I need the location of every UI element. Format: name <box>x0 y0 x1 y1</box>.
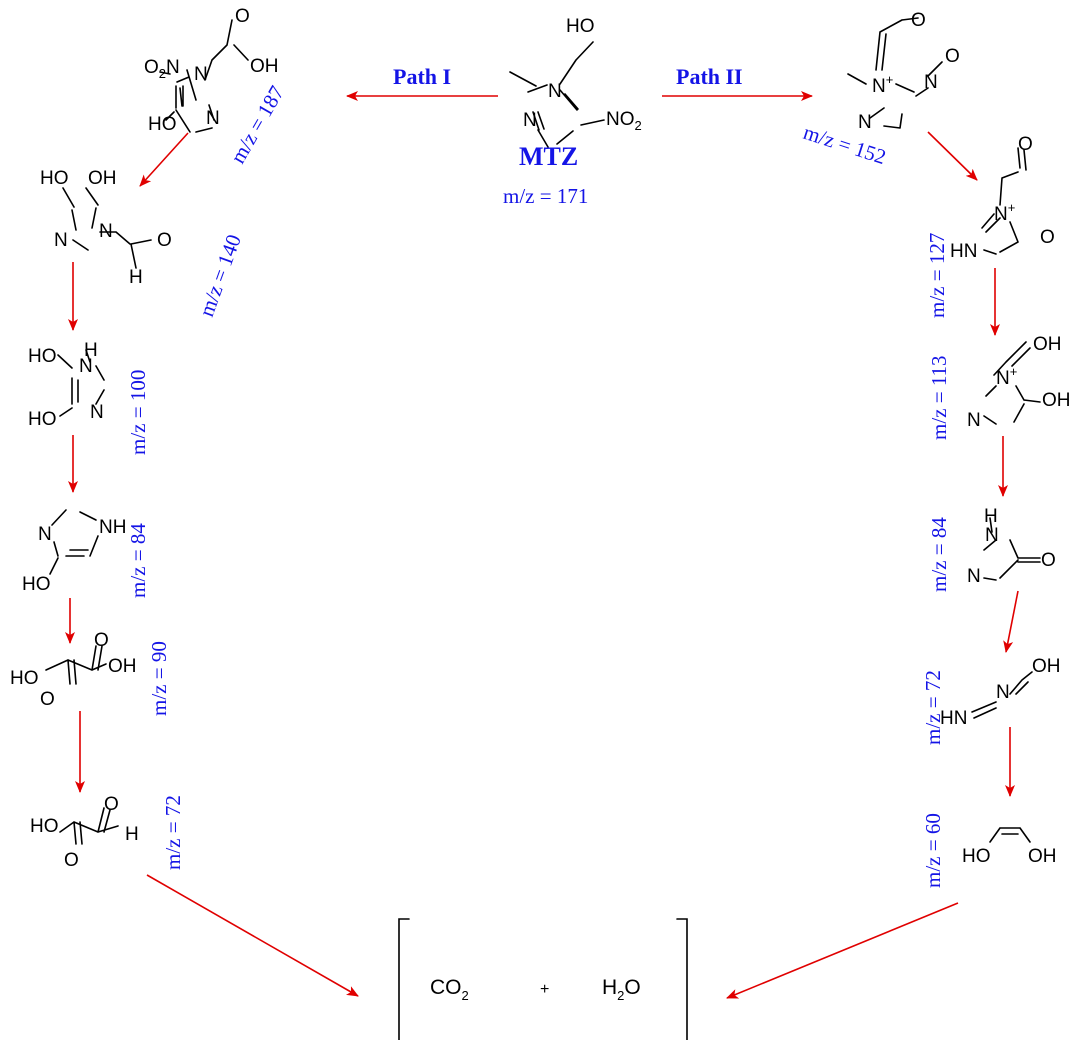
mtz-ho: HO <box>566 16 595 37</box>
p2f-oh: OH <box>1028 846 1057 867</box>
path-i-label: Path I <box>393 64 451 89</box>
p1c-ho1: HO <box>28 346 57 367</box>
p2a-o: O <box>911 10 926 31</box>
p1e-o1: O <box>94 630 109 651</box>
p2b-o: O <box>1018 134 1033 155</box>
p2d-h: H <box>984 506 998 527</box>
p1f-o1: O <box>104 794 119 815</box>
p2-compound-84: H N O N m/z = 84 <box>927 506 1056 592</box>
p1d-nh: NH <box>99 517 126 538</box>
p1-mz-84: m/z = 84 <box>126 523 150 598</box>
h2o-label: H2O <box>602 976 641 1003</box>
p2-mz-84: m/z = 84 <box>927 517 951 592</box>
p2d-n1: N <box>985 525 999 546</box>
mtz-name: MTZ <box>519 142 578 171</box>
p2-mz-60: m/z = 60 <box>921 813 945 888</box>
p1b-o: O <box>157 230 172 251</box>
p1f-o2: O <box>64 850 79 871</box>
p2-mz-72: m/z = 72 <box>921 670 945 745</box>
p2a-n2: N <box>924 72 938 93</box>
p2e-hn: HN <box>940 708 967 729</box>
p2-mz-127: m/z = 127 <box>925 233 949 318</box>
p2d-n3: N <box>967 566 981 587</box>
plus-sign: + <box>540 981 549 998</box>
p1f-h: H <box>125 824 139 845</box>
p1-compound-187: O2N N N HO O OH m/z = 187 <box>144 6 289 168</box>
p1-compound-84: N NH HO m/z = 84 <box>22 509 150 598</box>
p1-compound-100: HO H N N HO m/z = 100 <box>28 340 150 455</box>
p2-compound-72: N OH HN m/z = 72 <box>921 656 1061 745</box>
arrow-p2-final <box>726 902 959 999</box>
p1-mz-140: m/z = 140 <box>194 231 246 319</box>
p1d-n: N <box>38 524 52 545</box>
p2a-o2: O <box>945 46 960 67</box>
arrow-p2-4 <box>1003 590 1019 653</box>
p1-compound-72: HO O O H m/z = 72 <box>30 794 185 871</box>
p2b-n: N+ <box>994 200 1015 225</box>
p1b-n3: N <box>54 230 68 251</box>
p1-mz-187: m/z = 187 <box>226 82 289 168</box>
p2c-n1: N+ <box>996 364 1017 389</box>
p2d-o: O <box>1041 550 1056 571</box>
p1a-n1: N <box>194 64 208 85</box>
p2a-n1: N+ <box>872 72 893 97</box>
p2-mz-113: m/z = 113 <box>927 355 951 440</box>
p2e-n: N <box>996 682 1010 703</box>
p1c-nh: H <box>84 340 98 361</box>
p1a-ho: HO <box>148 114 177 135</box>
mtz-n3: N <box>523 110 537 131</box>
p1-compound-90: HO O O OH m/z = 90 <box>10 630 171 716</box>
p2c-n3: N <box>967 410 981 431</box>
p1-mz-90: m/z = 90 <box>147 641 171 716</box>
reaction-arrows <box>65 91 1019 999</box>
p2a-n3: N <box>858 112 872 133</box>
p2e-oh: OH <box>1032 656 1061 677</box>
p2c-oh2: OH <box>1042 390 1070 411</box>
p1a-oh: OH <box>250 56 279 77</box>
p2b-o2: O <box>1040 227 1055 248</box>
p1-mz-72: m/z = 72 <box>161 795 185 870</box>
p2f-ho: HO <box>962 846 991 867</box>
left-bracket <box>398 918 410 1040</box>
p1e-o2: O <box>40 689 55 710</box>
p1c-n3: N <box>90 402 104 423</box>
p1e-oh: OH <box>108 656 137 677</box>
mtz-structure: N N HO NO2 MTZ m/z = 171 <box>503 16 642 208</box>
p1b-oh: OH <box>88 168 117 189</box>
p2-compound-152: O N+ N O N m/z = 152 <box>800 10 959 169</box>
p2b-hn: HN <box>950 241 977 262</box>
mtz-no2: NO2 <box>606 109 642 133</box>
final-products: CO2 + H2O <box>398 918 688 1040</box>
p2c-oh: OH <box>1033 334 1062 355</box>
p1a-o2n: O2N <box>144 57 180 81</box>
p1-mz-100: m/z = 100 <box>126 370 150 455</box>
p1e-ho: HO <box>10 668 39 689</box>
p1f-ho: HO <box>30 816 59 837</box>
p2-compound-113: OH N+ OH N m/z = 113 <box>927 334 1070 440</box>
mtz-mz: m/z = 171 <box>503 184 588 208</box>
p1a-n3: N <box>206 108 220 129</box>
p1a-o: O <box>235 6 250 27</box>
path-ii-label: Path II <box>676 64 743 89</box>
mtz-n1: N <box>548 81 562 102</box>
p1b-h: H <box>129 267 143 288</box>
arrow-p1-1 <box>139 132 189 187</box>
p1c-n1: N <box>79 356 93 377</box>
p1b-ho: HO <box>40 168 69 189</box>
p1d-ho: HO <box>22 574 51 595</box>
p2-compound-60: HO OH m/z = 60 <box>921 813 1057 888</box>
p1b-n1: N <box>99 221 113 242</box>
right-bracket <box>676 918 688 1040</box>
p2-compound-127: O N+ O HN m/z = 127 <box>925 134 1055 318</box>
arrow-p1-final <box>146 874 359 997</box>
p1-compound-140: HO OH N N O H m/z = 140 <box>40 168 246 320</box>
co2-label: CO2 <box>430 976 469 1003</box>
p1c-ho2: HO <box>28 409 57 430</box>
arrow-p2-1 <box>927 131 978 181</box>
p2-mz-152: m/z = 152 <box>800 120 889 169</box>
